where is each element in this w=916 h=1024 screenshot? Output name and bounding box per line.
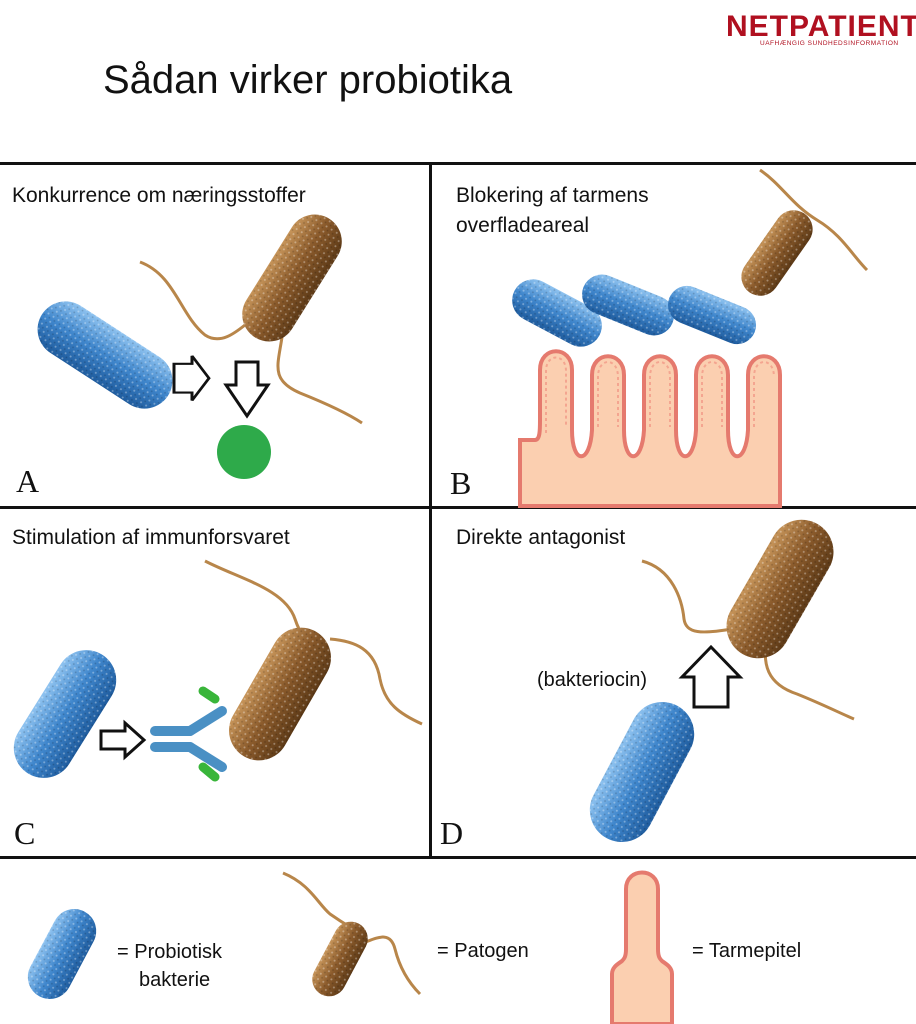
pathogen-bacterium <box>741 210 813 296</box>
legend-probiotic-label-line2: bakterie <box>139 969 211 991</box>
probiotic-bacterium <box>582 274 674 336</box>
legend-illustration <box>27 870 674 1024</box>
antigen-marker <box>198 686 220 782</box>
probiotic-bacterium <box>667 285 757 345</box>
panel-b-illustration <box>512 168 869 508</box>
grid-line-vertical <box>429 162 432 859</box>
panel-a-title: Konkurrence om næringsstoffer <box>12 184 306 207</box>
logo-tagline: UAFHÆNGIG SUNDHEDSINFORMATION <box>760 40 899 47</box>
panel-d-letter: D <box>440 815 464 851</box>
panel-b: Blokering af tarmens overfladeareal B <box>432 165 916 508</box>
flagellum <box>763 638 855 721</box>
panel-b-title-line2: overfladeareal <box>456 214 590 237</box>
flagellum <box>641 559 733 634</box>
logo-wordmark: NETPATIENT <box>726 10 916 43</box>
arrow-right-icon <box>99 719 147 761</box>
panel-d-title: Direkte antagonist <box>456 526 626 549</box>
grid-line-top <box>0 162 916 165</box>
pathogen-bacterium <box>242 214 342 342</box>
pathogen-bacterium <box>229 627 331 761</box>
panel-c: Stimulation af immunforsvaret C <box>0 509 429 856</box>
panel-c-letter: C <box>14 815 36 851</box>
panel-c-title: Stimulation af immunforsvaret <box>12 526 290 549</box>
legend-probiotic-icon <box>27 909 97 999</box>
nutrient-circle <box>217 425 271 479</box>
panel-b-title-line1: Blokering af tarmens <box>456 184 649 207</box>
page-title: Sådan virker probiotika <box>103 58 513 102</box>
panel-c-illustration <box>13 559 423 782</box>
bacteriocin-label: (bakteriocin) <box>537 669 648 691</box>
grid-line-middle <box>0 506 916 509</box>
probiotic-bacterium <box>13 650 117 778</box>
arrow-right-icon <box>172 355 211 402</box>
flagellum <box>276 336 363 425</box>
probiotic-bacterium <box>37 301 173 409</box>
epithelium-villi-inner <box>545 356 775 433</box>
legend-pathogen-icon <box>312 921 368 997</box>
probiotic-bacterium <box>589 702 695 842</box>
flagellum <box>759 168 869 272</box>
flagellum <box>139 260 246 341</box>
pathogen-bacterium <box>726 519 834 659</box>
legend: = Probiotisk bakterie = Patogen = Tarmep… <box>0 859 916 1024</box>
netpatient-logo[interactable]: NETPATIENT UAFHÆNGIG SUNDHEDSINFORMATION <box>726 10 916 50</box>
panel-a: Konkurrence om næringsstoffer A <box>0 165 429 506</box>
probiotic-bacterium <box>512 279 602 347</box>
panel-a-illustration <box>37 214 363 479</box>
panel-d: Direkte antagonist D (bakteriocin) <box>432 509 916 856</box>
flagellum <box>329 637 423 726</box>
epithelium-villi <box>518 349 782 508</box>
antibody <box>150 706 227 772</box>
arrow-up-icon <box>678 644 744 709</box>
flagellum <box>359 935 422 996</box>
legend-epithelium-icon <box>610 870 674 1024</box>
legend-probiotic-label-line1: = Probiotisk <box>117 941 223 963</box>
flagellum <box>282 871 351 929</box>
panel-d-illustration <box>589 519 855 842</box>
legend-pathogen-label: = Patogen <box>437 940 529 962</box>
panel-b-letter: B <box>450 465 472 501</box>
grid-line-bottom <box>0 856 916 859</box>
legend-epithelium-label: = Tarmepitel <box>692 940 802 962</box>
arrow-down-icon <box>223 360 271 419</box>
panel-a-letter: A <box>16 463 40 499</box>
